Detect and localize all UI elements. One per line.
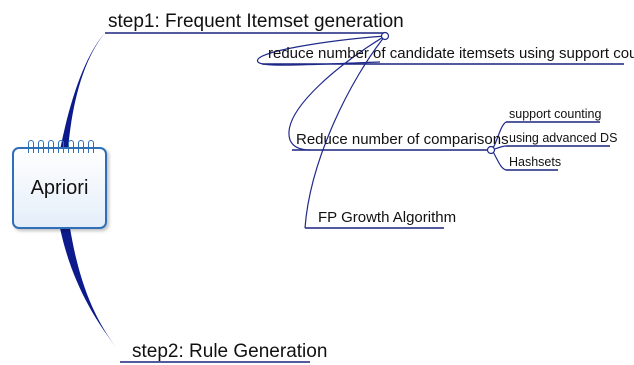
reduce-comparisons-expand-knob[interactable] xyxy=(486,145,496,155)
step1-expand-knob[interactable] xyxy=(380,31,390,41)
root-label: Apriori xyxy=(30,176,89,199)
ring-icon xyxy=(48,140,54,153)
connector-to-reduce-candidates xyxy=(257,35,386,66)
support-counting-label[interactable]: support counting xyxy=(509,107,601,121)
ring-icon xyxy=(58,140,64,153)
connector-to-fp-growth xyxy=(304,35,386,229)
step2-label[interactable]: step2: Rule Generation xyxy=(132,341,327,362)
step1-label[interactable]: step1: Frequent Itemset generation xyxy=(108,11,404,32)
branch-to-step1 xyxy=(60,33,105,150)
hashsets-label[interactable]: Hashsets xyxy=(509,155,561,169)
notebook-rings xyxy=(28,140,94,154)
ring-icon xyxy=(78,140,84,153)
reduce-candidates-label[interactable]: reduce number of candidate itemsets usin… xyxy=(268,45,634,62)
connector-to-hashsets xyxy=(491,149,507,171)
connector-to-reduce-comparisons xyxy=(288,35,386,151)
branch-to-step2 xyxy=(60,228,120,352)
ring-icon xyxy=(28,140,34,153)
reduce-comparisons-label[interactable]: Reduce number of comparisons xyxy=(296,131,509,148)
root-node-apriori[interactable]: Apriori xyxy=(12,140,107,229)
ring-icon xyxy=(68,140,74,153)
ring-icon xyxy=(38,140,44,153)
ring-icon xyxy=(88,140,94,153)
fp-growth-label[interactable]: FP Growth Algorithm xyxy=(318,209,456,226)
advanced-ds-label[interactable]: using advanced DS xyxy=(509,131,617,145)
